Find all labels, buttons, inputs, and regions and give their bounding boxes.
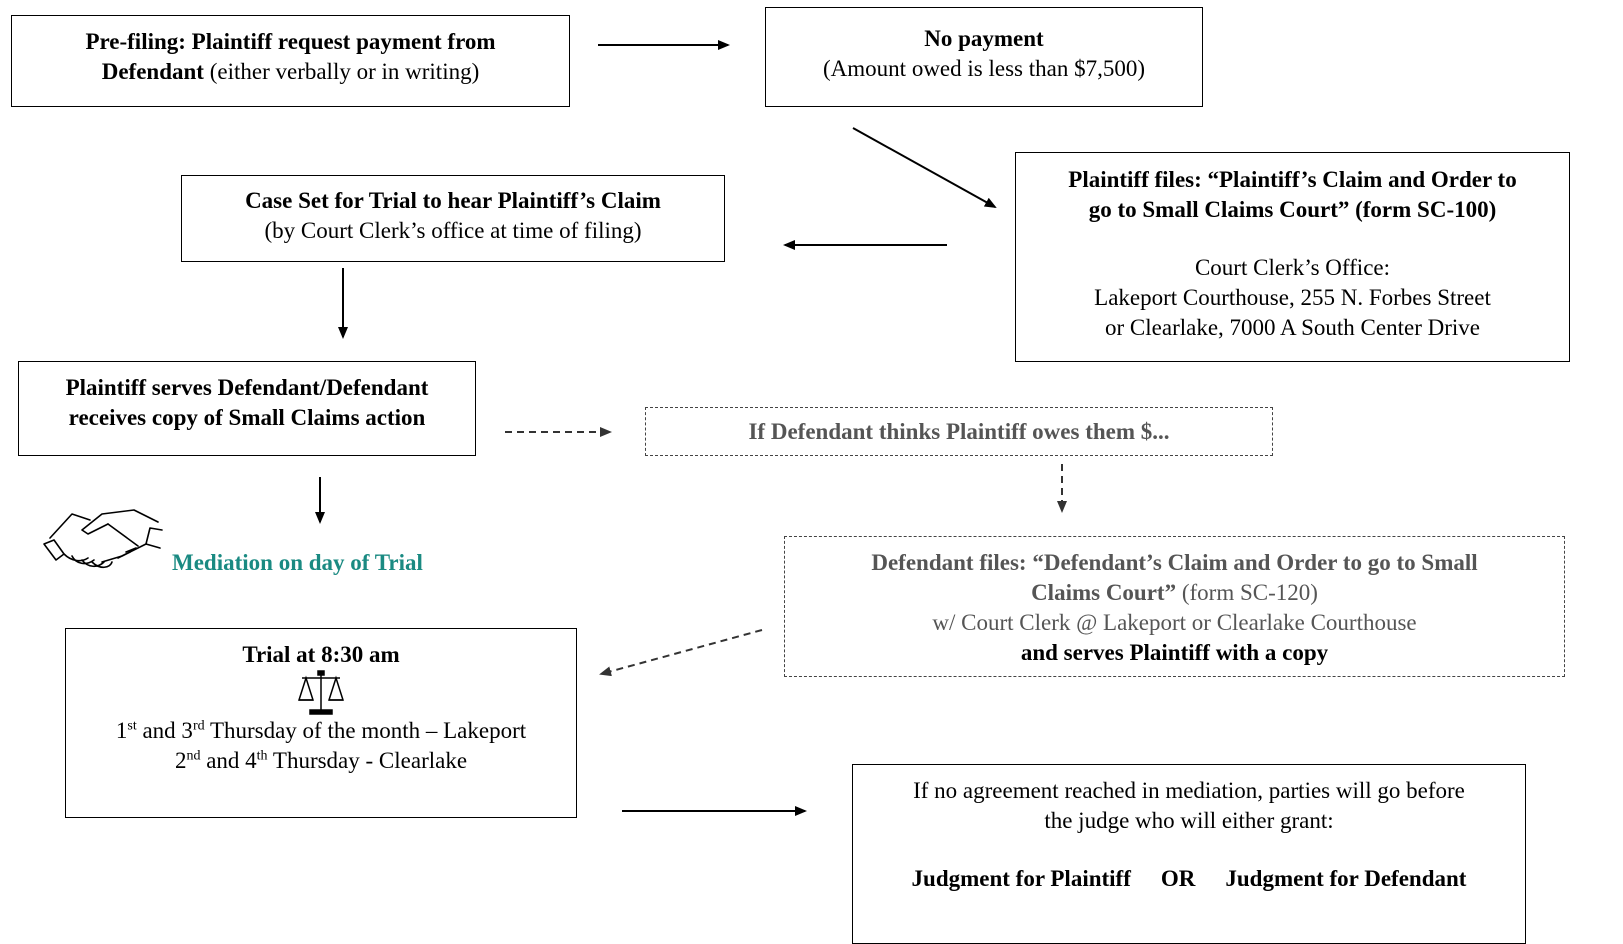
trial-clearlake-line: 2nd and 4th Thursday - Clearlake [66,746,576,776]
trial-l1sup1: st [127,718,137,734]
files-addr1: Lakeport Courthouse, 255 N. Forbes Stree… [1094,285,1491,310]
trial-l1sup2: rd [192,718,205,734]
deffiles-line2: Claims Court” (form SC-120) [785,578,1564,608]
files-addr2: or Clearlake, 7000 A South Center Drive [1105,315,1480,340]
serves-line1: Plaintiff serves Defendant/Defendant [65,375,429,400]
trial-l2sup2: th [256,748,268,764]
trial-l1a: 1 [115,718,128,743]
trial-l2sup1: nd [186,748,201,764]
caseset-title: Case Set for Trial to hear Plaintiff’s C… [245,188,661,213]
judgment-plaintiff: Judgment for Plaintiff [911,866,1131,891]
connector-arrows [315,40,1067,816]
trial-l1c: Thursday of the month – Lakeport [204,718,527,743]
prefiling-line2: Defendant (either verbally or in writing… [12,57,569,87]
mediation-label: Mediation on day of Trial [172,550,423,575]
defendant-files-box: Defendant files: “Defendant’s Claim and … [784,536,1565,677]
prefiling-title: Pre-filing: Plaintiff request payment fr… [85,29,496,54]
trial-title: Trial at 8:30 am [242,642,400,667]
deffiles-form: (form SC-120) [1176,580,1318,605]
ifdefendant-box: If Defendant thinks Plaintiff owes them … [645,407,1273,456]
files-title-2: go to Small Claims Court” (form SC-100) [1088,197,1497,222]
judge-line1: If no agreement reached in mediation, pa… [913,778,1465,803]
prefiling-defendant: Defendant [101,59,204,84]
scales-icon [66,670,576,716]
judgment-or: OR [1160,866,1196,891]
trial-l2a: 2 [174,748,187,773]
handshake-icon [42,502,167,572]
trial-lakeport-line: 1st and 3rd Thursday of the month – Lake… [66,716,576,746]
arrow-nopayment-to-files [852,127,997,208]
files-office: Court Clerk’s Office: [1194,255,1391,280]
serves-line2: receives copy of Small Claims action [68,405,426,430]
trial-l2c: Thursday - Clearlake [267,748,468,773]
caseset-sub: (by Court Clerk’s office at time of fili… [264,218,642,243]
trial-box: Trial at 8:30 am 1st and 3rd Thursday of… [65,628,577,818]
judgment-defendant: Judgment for Defendant [1225,866,1467,891]
prefiling-note: (either verbally or in writing) [203,59,480,84]
nopayment-title: No payment [924,26,1044,51]
deffiles-clerk: w/ Court Clerk @ Lakeport or Clearlake C… [932,610,1417,635]
deffiles-title-1: Defendant files: “Defendant’s Claim and … [871,550,1478,575]
files-title-1: Plaintiff files: “Plaintiff’s Claim and … [1068,167,1517,192]
plaintiff-files-box: Plaintiff files: “Plaintiff’s Claim and … [1015,152,1570,362]
serves-box: Plaintiff serves Defendant/Defendant rec… [18,361,476,456]
judge-options: Judgment for Plaintiff OR Judgment for Def… [853,864,1525,894]
judge-box: If no agreement reached in mediation, pa… [852,764,1526,944]
arrow-deffiles-to-trial [599,629,763,677]
caseset-box: Case Set for Trial to hear Plaintiff’s C… [181,175,725,262]
deffiles-title-2: Claims Court” [1031,580,1177,605]
deffiles-serves: and serves Plaintiff with a copy [1020,640,1329,665]
prefiling-box: Pre-filing: Plaintiff request payment fr… [11,15,570,107]
trial-l2b: and 4 [200,748,257,773]
ifdefendant-text: If Defendant thinks Plaintiff owes them … [748,419,1170,444]
nopayment-sub: (Amount owed is less than $7,500) [823,56,1145,81]
judge-line2: the judge who will either grant: [1044,808,1334,833]
nopayment-box: No payment (Amount owed is less than $7,… [765,7,1203,107]
trial-l1b: and 3 [136,718,193,743]
